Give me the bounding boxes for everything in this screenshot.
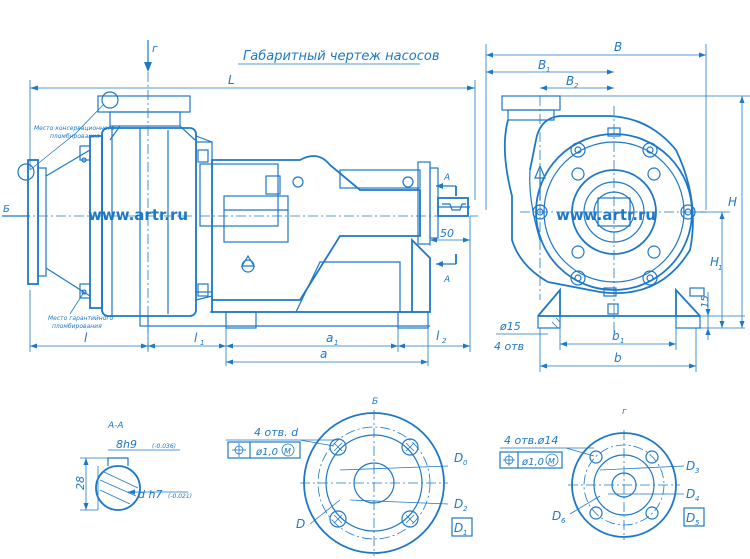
watermark-right: www.artr.ru xyxy=(556,206,656,224)
key-tol-label: (-0.036) xyxy=(152,443,176,450)
view-b-tol-frame xyxy=(227,441,301,459)
section-a-top-label: А xyxy=(443,173,450,183)
view-g-D4-sub: 4 xyxy=(695,495,699,503)
front-bolts xyxy=(532,127,696,315)
view-arrow-b: Б xyxy=(2,204,30,217)
dim-50: 50 xyxy=(429,220,470,246)
dim-H-label: H xyxy=(728,195,737,209)
view-g-D4-label: D xyxy=(686,487,695,501)
view-b-D2-sub: 2 xyxy=(463,505,468,513)
dim-chain-bottom: l l 1 a 1 l 2 a xyxy=(29,216,471,366)
dim-l1-sub: 1 xyxy=(200,339,204,347)
view-g-holes-label: 4 отв.ø14 xyxy=(504,434,558,447)
view-b-holes-label: 4 отв. d xyxy=(254,426,299,439)
view-g-D3-label: D xyxy=(686,459,695,473)
view-g-D6-label: D xyxy=(552,509,561,523)
section-aa: А-А 28 8h9 (-0.036) d h7 (-0.021) xyxy=(74,421,192,511)
dim-L-label: L xyxy=(228,73,235,87)
hole-dia-label: ø15 xyxy=(499,320,521,333)
dim-front-right: H H 1 15 xyxy=(560,95,750,340)
seal-circle-top xyxy=(101,91,119,109)
hole-count-label: 4 отв xyxy=(494,340,524,353)
view-g-D5-sub: 5 xyxy=(695,519,700,527)
seal-circle-left xyxy=(17,163,35,181)
view-g: г 4 отв.ø14 ø1,0 M D 3 D 4 D 6 D 5 xyxy=(499,407,705,540)
pump-side-view xyxy=(17,72,478,350)
drawing-title: Габаритный чертеж насосов xyxy=(243,49,440,64)
view-b-D1-sub: 1 xyxy=(463,529,467,537)
dim-50-label: 50 xyxy=(440,227,454,240)
dim-B1-label: B xyxy=(538,58,546,72)
view-g-title: г xyxy=(622,407,627,417)
dim-B2-sub: 2 xyxy=(574,82,579,90)
dim-L: L xyxy=(29,73,476,200)
dim-a-label: a xyxy=(320,347,327,361)
seal-notes: Место консервационного пломбирования Мес… xyxy=(29,103,115,330)
arrow-g-label: г xyxy=(152,42,158,55)
view-b-title: Б xyxy=(372,397,378,407)
arrow-b-label: Б xyxy=(3,204,10,215)
seal-note-bot-2: пломбирования xyxy=(52,323,102,330)
section-aa-title: А-А xyxy=(107,421,124,431)
section-a-bot-label: А xyxy=(443,275,450,285)
dim-l2-sub: 2 xyxy=(442,337,447,345)
dim-15v-label: 15 xyxy=(700,295,711,308)
dim-B1-sub: 1 xyxy=(546,66,550,74)
key-fit-label: 8h9 xyxy=(116,438,137,451)
dim-B-label: B xyxy=(614,40,622,54)
view-g-mod-label: M xyxy=(548,457,555,466)
dim-a1-sub: 1 xyxy=(334,339,338,347)
view-b-mod-label: M xyxy=(284,447,291,456)
dim-B2-label: B xyxy=(566,74,574,88)
seal-note-bot-1: Место гарантийного xyxy=(48,315,114,322)
dim-front-bottom: b 1 b ø15 4 отв xyxy=(494,320,697,372)
view-b-D0-label: D xyxy=(454,451,463,465)
view-b-D1-label: D xyxy=(454,521,463,535)
shaft-fit-label: d h7 xyxy=(138,488,162,501)
section-a-markers: А А xyxy=(436,173,457,285)
dim-front-top: B B 1 B 2 xyxy=(485,40,707,210)
view-b-D0-sub: 0 xyxy=(463,459,468,467)
seal-note-top-1: Место консервационного xyxy=(34,125,115,132)
dim-l-label: l xyxy=(84,331,88,345)
dim-H1-label: H xyxy=(710,255,719,269)
dim-28-label: 28 xyxy=(74,476,87,490)
view-b: Б 4 отв. d ø1,0 M D D 0 D 2 D xyxy=(226,397,473,556)
dim-H1-sub: 1 xyxy=(718,264,722,272)
view-g-D6-sub: 6 xyxy=(561,517,566,525)
dim-l2-label: l xyxy=(436,329,440,343)
watermark-left: www.artr.ru xyxy=(88,206,188,224)
view-b-D2-label: D xyxy=(454,497,463,511)
view-g-tol-label: ø1,0 xyxy=(521,457,544,468)
dim-a1-label: a xyxy=(326,331,333,345)
view-g-tol-frame xyxy=(499,451,563,469)
view-arrow-g: г xyxy=(144,40,158,72)
dim-b-label: b xyxy=(614,351,622,365)
seal-note-top-2: пломбирования xyxy=(50,133,100,140)
view-b-tol-label: ø1,0 xyxy=(255,447,278,458)
dim-b1-label: b xyxy=(612,329,620,343)
view-g-D3-sub: 3 xyxy=(695,467,699,475)
shaft-tol-label: (-0.021) xyxy=(168,493,192,500)
dim-b1-sub: 1 xyxy=(620,337,624,345)
view-b-D-label: D xyxy=(296,517,305,531)
dim-l1-label: l xyxy=(194,331,198,345)
view-g-D5-label: D xyxy=(686,511,695,525)
